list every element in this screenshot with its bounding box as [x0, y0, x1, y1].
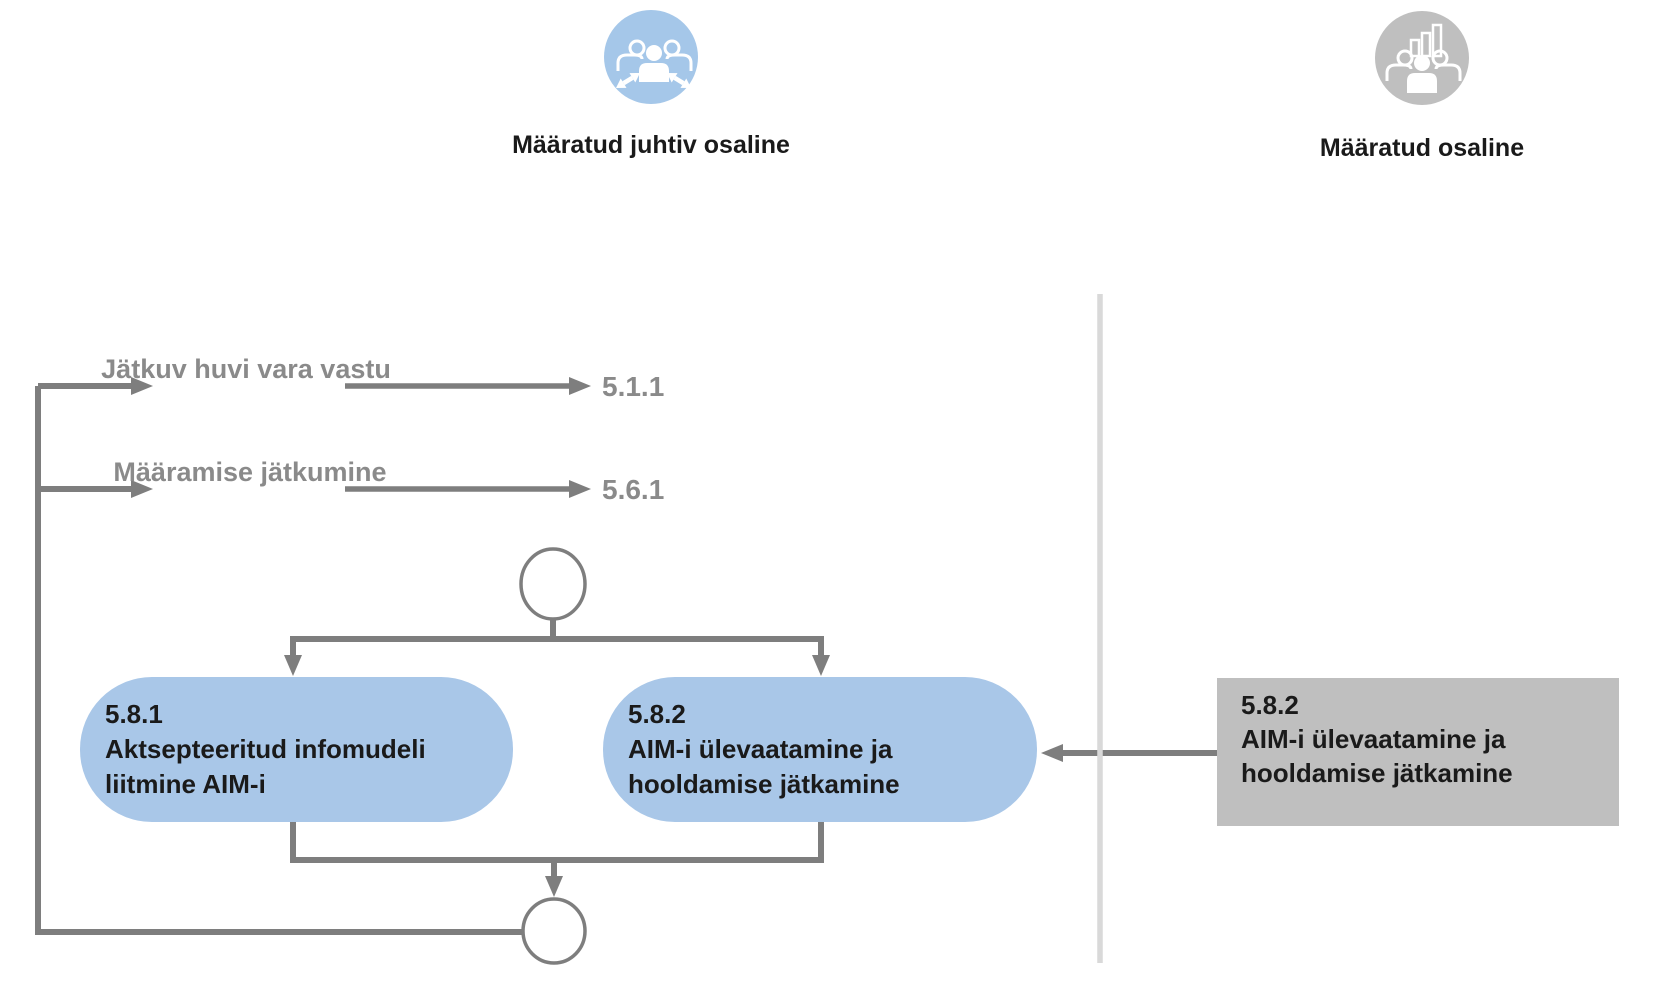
people-chart-icon: [1375, 11, 1469, 105]
exit-arrow-2-head: [569, 480, 591, 498]
activity-581-line1: Aktsepteeritud infomudeli: [105, 734, 426, 764]
activity-582-line1: AIM-i ülevaatamine ja: [628, 734, 893, 764]
exit-target-1: 5.1.1: [602, 371, 665, 402]
split-arrow-left-head: [284, 655, 302, 676]
branch-arrow-1-head: [131, 377, 153, 395]
activity-box-581: 5.8.1 Aktsepteeritud infomudeli liitmine…: [80, 677, 513, 822]
end-node-circle: [521, 897, 587, 965]
join-connector-line: [290, 822, 824, 863]
lead-participant-label-line1: Määratud juhtiv: [512, 131, 697, 159]
participant-label: Määratud osaline: [1319, 134, 1525, 162]
external-582-line1: AIM-i ülevaatamine ja: [1241, 724, 1506, 754]
activity-582-line2: hooldamise jätkamine: [628, 769, 900, 799]
exit-label-2: Määramise jätkumine: [113, 457, 387, 487]
external-arrow-head: [1041, 744, 1063, 762]
external-activity-box-582: 5.8.2 AIM-i ülevaatamine ja hooldamise j…: [1217, 678, 1619, 826]
return-rail-line: [35, 386, 523, 935]
split-arrow-right-head: [812, 655, 830, 676]
exit-target-2: 5.6.1: [602, 474, 665, 505]
external-582-id: 5.8.2: [1241, 690, 1299, 720]
people-share-icon: [604, 10, 698, 104]
activity-581-id: 5.8.1: [105, 699, 163, 729]
end-arrow-head: [545, 876, 563, 897]
exit-label-1: Jätkuv huvi vara vastu: [101, 354, 391, 384]
lead-participant-label: Määratud juhtiv osaline: [512, 129, 790, 162]
lead-participant-label-line2: osaline: [703, 131, 790, 159]
split-connector-line: [290, 636, 824, 657]
activity-581-line2: liitmine AIM-i: [105, 769, 266, 799]
start-node-circle: [519, 547, 587, 621]
external-582-line2: hooldamise jätkamine: [1241, 758, 1513, 788]
activity-box-582: 5.8.2 AIM-i ülevaatamine ja hooldamise j…: [603, 677, 1037, 822]
branch-arrow-2-head: [131, 480, 153, 498]
activity-582-id: 5.8.2: [628, 699, 686, 729]
exit-arrow-1-head: [569, 377, 591, 395]
